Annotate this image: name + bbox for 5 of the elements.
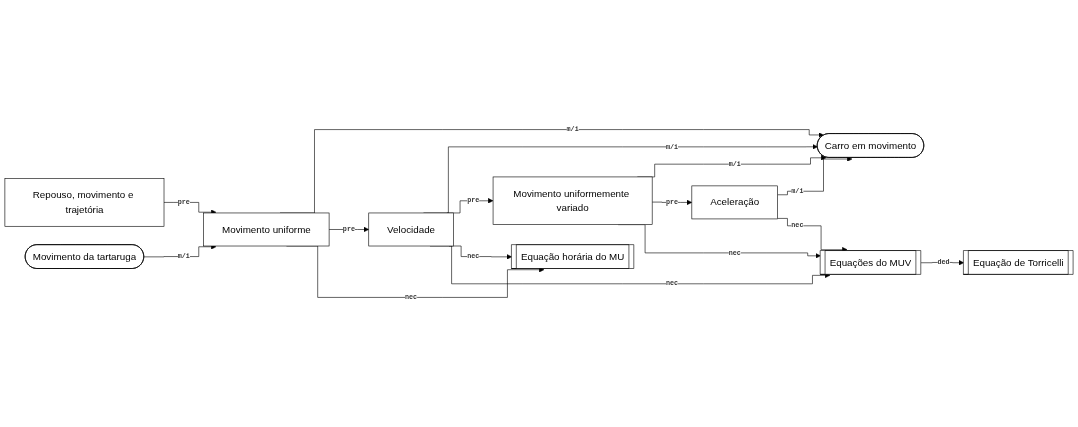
node-box: Movimento uniforme	[203, 212, 330, 247]
node-box: Movimento uniformemente variado	[492, 176, 653, 225]
node-box: Repouso, movimento e trajetória	[4, 178, 165, 227]
node-box: Aceleração	[691, 185, 778, 220]
node-box: Velocidade	[368, 212, 454, 247]
